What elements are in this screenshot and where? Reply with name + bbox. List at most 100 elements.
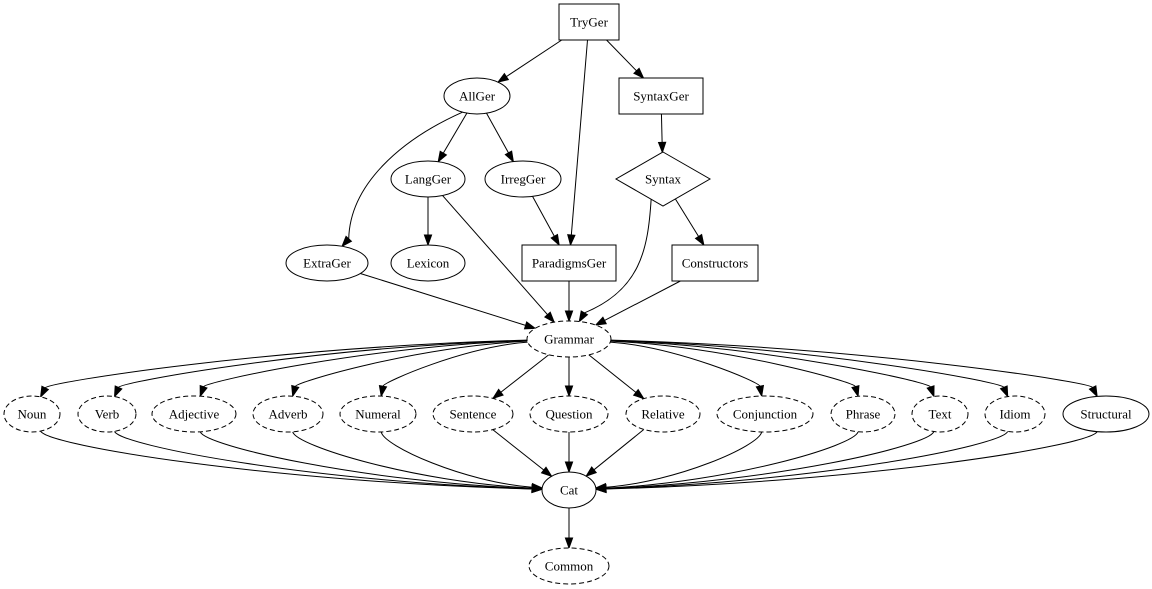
node-label: Noun [18, 407, 47, 422]
edge-grammar-to-idiom [610, 339, 1009, 398]
arrowhead [437, 150, 448, 163]
node-shape [558, 3, 620, 41]
node-conjunction: Conjunction [716, 395, 814, 433]
edge-grammar-to-structural [610, 339, 1098, 398]
edge-line [532, 196, 555, 237]
node-shape [528, 547, 610, 585]
edge-line [610, 339, 1094, 388]
node-grammar: Grammar [526, 320, 612, 358]
arrowhead [567, 234, 576, 247]
edge-line [486, 112, 509, 154]
arrowhead [564, 537, 574, 550]
node-shape [614, 151, 712, 207]
edge-line [610, 339, 1005, 388]
node-shape [484, 160, 562, 198]
arrowhead [540, 466, 553, 478]
edge-line [442, 195, 548, 315]
node-shape [526, 320, 612, 358]
edge-irreg-ger-to-paradigms-ger [532, 196, 560, 247]
node-label: Constructors [682, 256, 748, 271]
edge-line [292, 431, 533, 489]
arrowhead [633, 67, 645, 80]
node-cat: Cat [541, 471, 597, 509]
arrowhead [926, 385, 935, 398]
arrowhead [1088, 385, 1098, 398]
node-label: ParadigmsGer [532, 256, 607, 271]
node-label: Lexicon [407, 256, 450, 271]
arrowhead [378, 384, 388, 398]
edge-line [605, 431, 859, 489]
node-shape [252, 395, 324, 433]
node-shape [618, 77, 704, 115]
edge-grammar-to-question [564, 357, 574, 398]
node-label: Verb [95, 407, 120, 422]
node-label: IrregGer [501, 172, 546, 187]
edge-line [605, 431, 1009, 490]
edge-line [605, 431, 935, 490]
edge-sentence-to-cat [492, 429, 553, 478]
edge-all-ger-to-lang-ger [437, 112, 468, 163]
arrowhead [423, 234, 433, 247]
node-adjective: Adjective [151, 395, 237, 433]
node-all-ger: AllGer [443, 77, 511, 115]
node-label: Grammar [544, 332, 594, 347]
node-numeral: Numeral [339, 395, 417, 433]
edge-line [674, 198, 700, 237]
node-shape [716, 395, 814, 433]
edge-idiom-to-cat [594, 431, 1009, 494]
node-shape [529, 395, 609, 433]
edge-noun-to-cat [40, 430, 544, 494]
node-shape [390, 160, 466, 198]
node-label: Conjunction [733, 407, 798, 422]
edge-extra-ger-to-grammar [360, 272, 537, 330]
node-shape [830, 395, 896, 433]
node-try-ger: TryGer [558, 3, 620, 41]
edge-constructors-to-grammar [594, 280, 681, 326]
edge-line [294, 340, 528, 387]
arrowhead [504, 150, 515, 163]
node-shape [77, 395, 137, 433]
edge-try-ger-to-paradigms-ger [567, 39, 589, 247]
node-shape [521, 244, 617, 282]
edge-line [360, 272, 526, 326]
arrowhead [594, 316, 607, 326]
edge-line [570, 39, 589, 236]
edge-numeral-to-cat [380, 431, 544, 492]
node-label: AllGer [459, 89, 496, 104]
node-relative: Relative [625, 395, 701, 433]
edge-line [610, 340, 932, 388]
edge-relative-to-cat [585, 429, 645, 478]
node-label: Cat [560, 483, 578, 498]
edge-paradigms-ger-to-grammar [564, 281, 574, 323]
node-syntax-ger: SyntaxGer [618, 77, 704, 115]
node-lang-ger: LangGer [390, 160, 466, 198]
node-extra-ger: ExtraGer [285, 244, 369, 282]
edge-line [203, 340, 528, 388]
edge-lang-ger-to-lexicon [423, 197, 433, 247]
edge-line [588, 354, 637, 393]
edge-try-ger-to-syntax-ger [606, 39, 645, 80]
arrowhead [564, 461, 574, 474]
edge-grammar-to-conjunction [610, 341, 765, 398]
arrowhead [39, 385, 50, 399]
edge-line [604, 280, 681, 321]
edge-grammar-to-noun [39, 339, 528, 399]
node-label: Idiom [999, 407, 1030, 422]
edge-line [44, 339, 528, 389]
node-text: Text [911, 395, 969, 433]
node-shape [443, 77, 511, 115]
node-shape [911, 395, 969, 433]
node-paradigms-ger: ParadigmsGer [521, 244, 617, 282]
edge-grammar-to-text [610, 340, 935, 398]
node-label: Relative [641, 407, 685, 422]
arrowhead [594, 484, 607, 494]
edge-phrase-to-cat [594, 431, 859, 493]
edge-line [605, 431, 1098, 490]
arrowhead [291, 384, 300, 398]
node-shape [151, 395, 237, 433]
node-shape [285, 244, 369, 282]
edge-line [382, 341, 528, 387]
node-shape [671, 244, 759, 282]
edge-syntax-ger-to-syntax [657, 113, 667, 154]
edge-adjective-to-cat [199, 431, 544, 493]
